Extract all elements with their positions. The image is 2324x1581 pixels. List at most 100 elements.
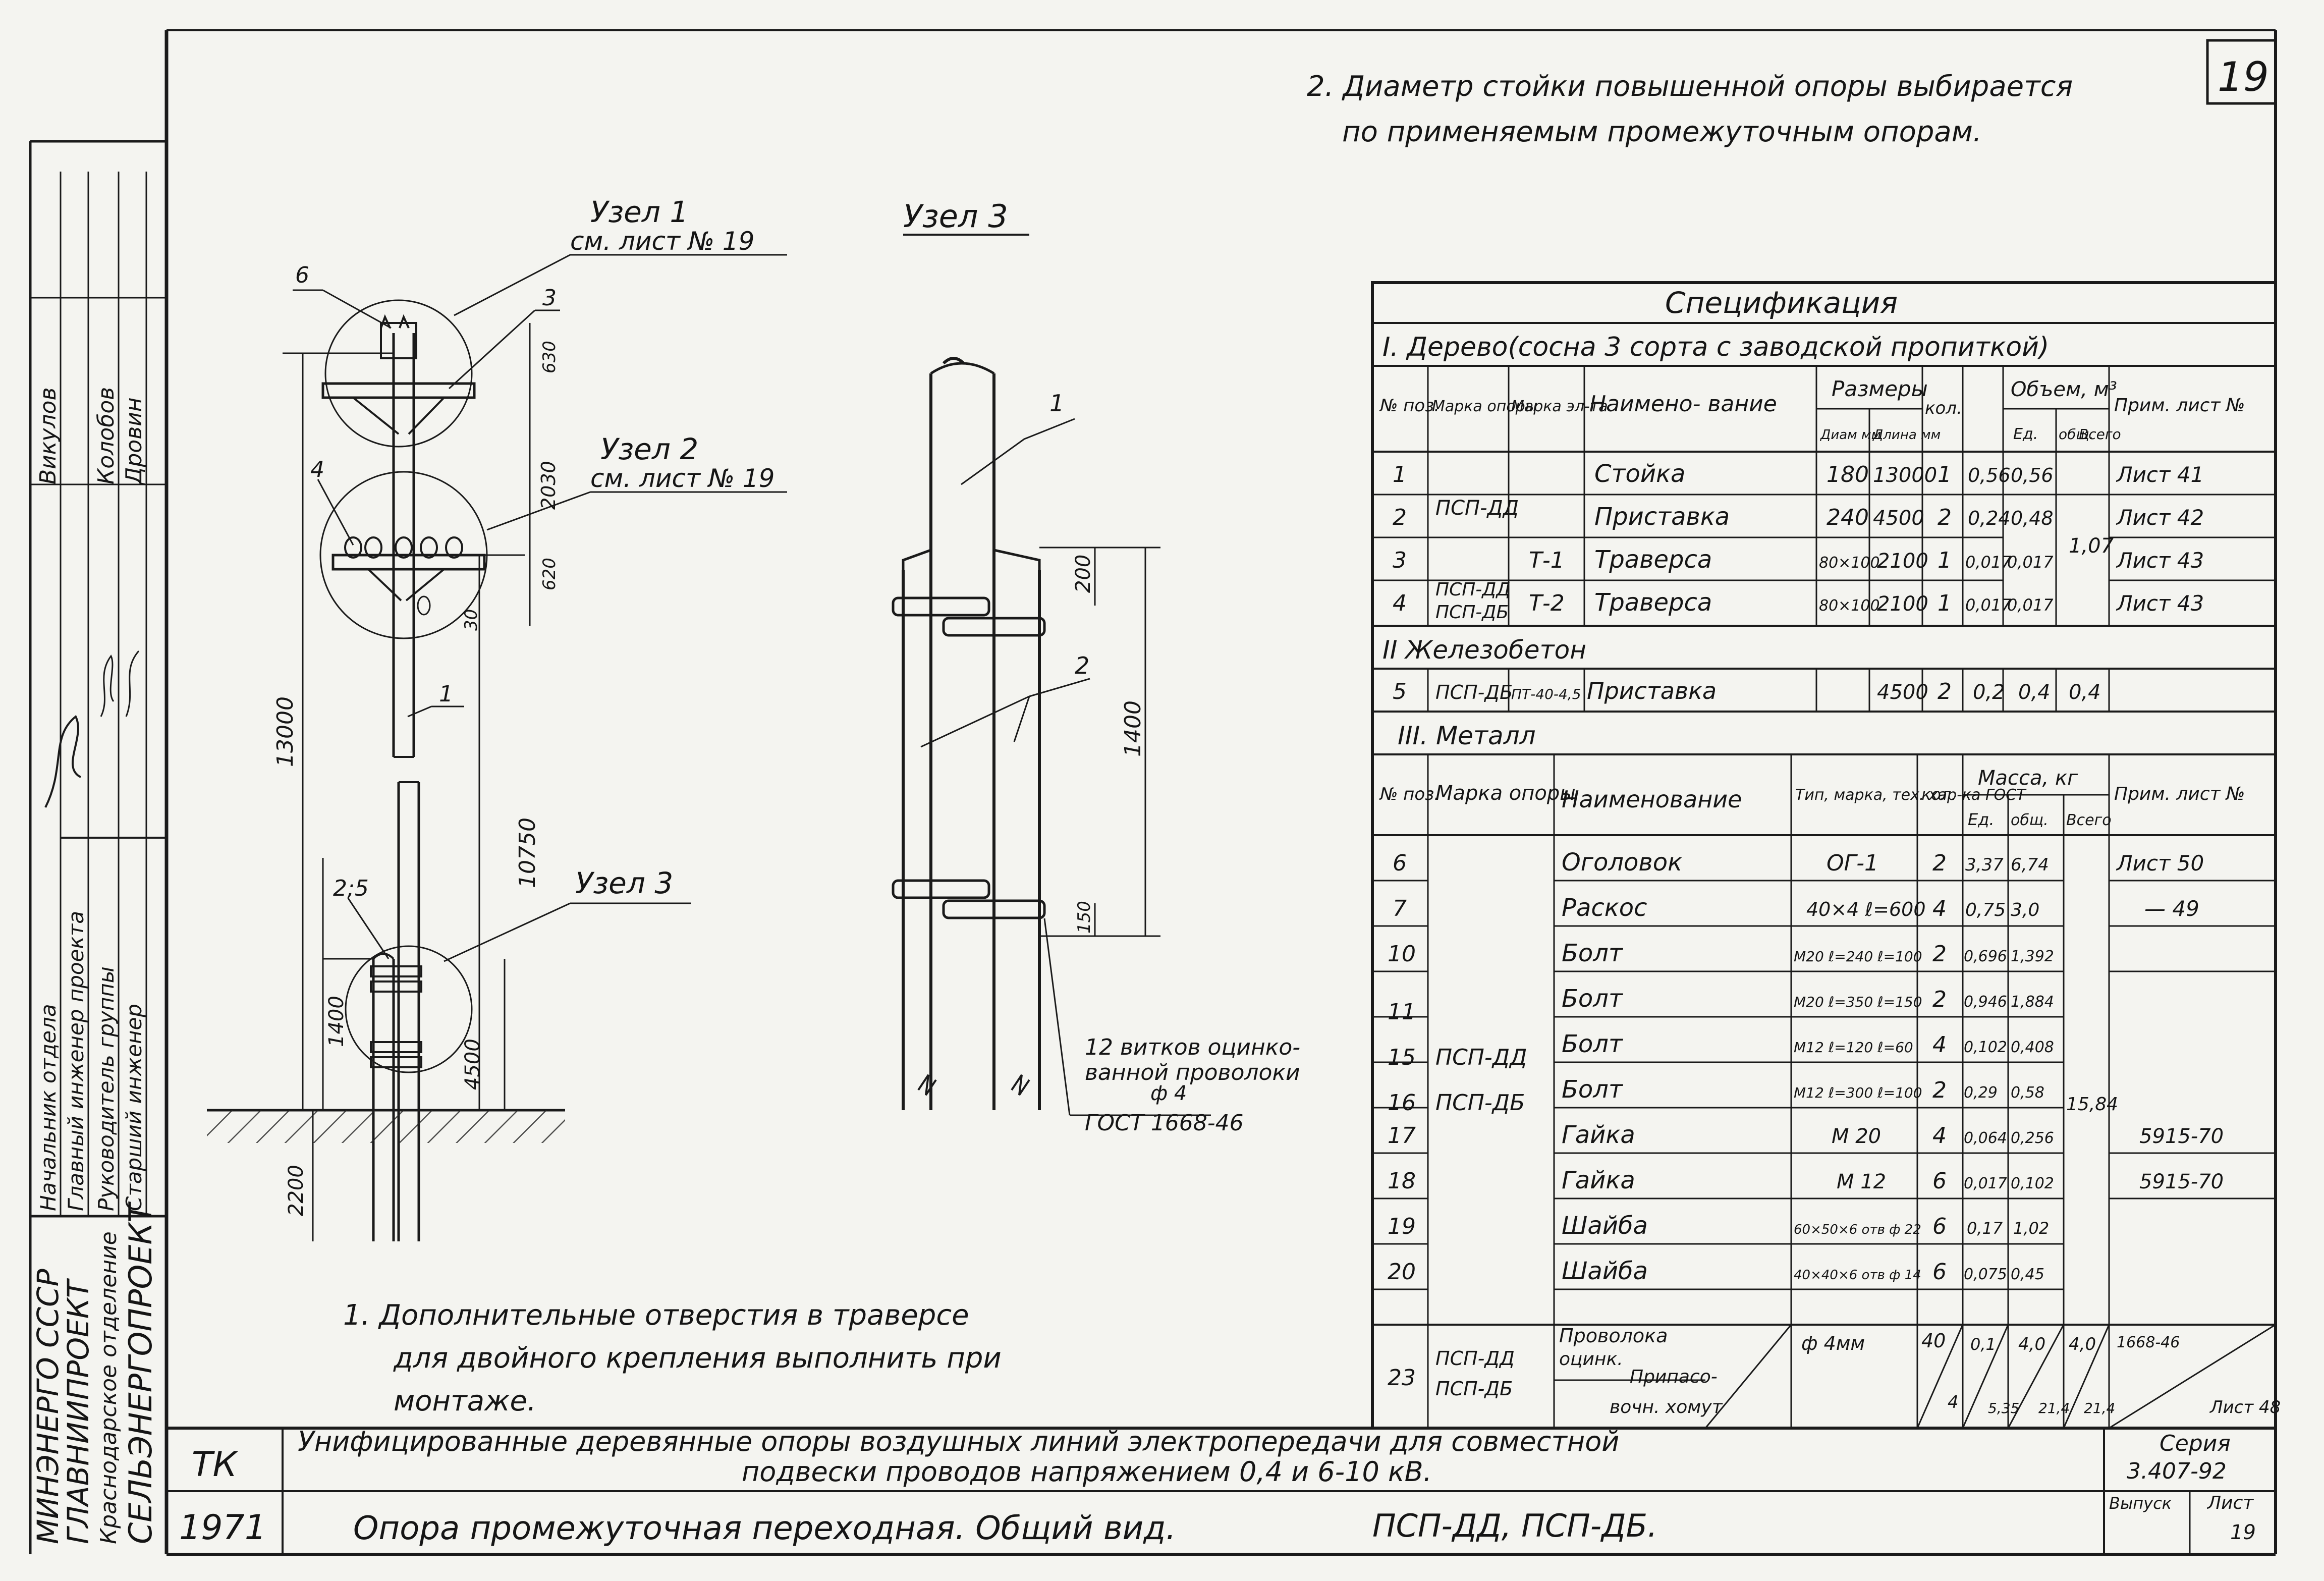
r5-all: 0,4 [2069, 681, 2101, 704]
r20-qty: 6 [1932, 1259, 1947, 1285]
callout-3: 3 [542, 285, 557, 311]
r2-diam: 240 [1827, 505, 1869, 530]
spec-section-2: II Железобетон [1382, 635, 1586, 665]
tb-subtitle: Опора промежуточная переходная. Общий ви… [353, 1510, 1176, 1547]
r15-type: М12 ℓ=120 ℓ=60 [1794, 1039, 1913, 1056]
h3-m-ed: Ед. [1968, 810, 1995, 829]
r17-type: М 20 [1832, 1125, 1881, 1148]
r7-total: 3,0 [2011, 900, 2039, 920]
r18-name: Гайка [1562, 1166, 1635, 1194]
r7-type: 40×4 ℓ=600 [1806, 898, 1926, 920]
detail-dim-150: 150 [1074, 901, 1094, 934]
r23-qty-1: 40 [1921, 1330, 1946, 1352]
tb-title-line-1: Унифицированные деревянные опоры воздушн… [298, 1426, 1619, 1457]
h3-mass: Масса, кг [1978, 767, 2078, 790]
detail-note-2: ванной проволоки [1085, 1060, 1300, 1085]
r7-name: Раскос [1562, 894, 1647, 922]
r4-note: Лист 43 [2116, 591, 2204, 616]
r5-marka-opory: ПСП-ДБ [1435, 681, 1513, 703]
r10-type: М20 ℓ=240 ℓ=100 [1794, 948, 1922, 965]
r6-ed: 3,37 [1965, 855, 2004, 875]
r4-pos: 4 [1393, 590, 1407, 616]
r2-note: Лист 42 [2116, 505, 2204, 530]
r20-name: Шайба [1562, 1257, 1648, 1285]
dim-2030: 2030 [537, 461, 560, 510]
r7-qty: 4 [1932, 896, 1947, 921]
r15-qty: 4 [1932, 1032, 1947, 1058]
r18-pos: 18 [1388, 1168, 1416, 1194]
r11-qty: 2 [1932, 987, 1947, 1012]
h1-volume: Объем, м³ [2011, 378, 2117, 401]
r23-type: ф 4мм [1801, 1332, 1865, 1354]
r5-ed: 0,2 [1973, 681, 2005, 704]
spec-section-3: III. Металл [1398, 721, 1536, 750]
dim-620: 620 [539, 558, 560, 590]
detail-callout-2: 2 [1075, 652, 1089, 679]
r10-pos: 10 [1388, 941, 1416, 967]
v-all-wood: 1,07 [2069, 534, 2114, 558]
stamp-org-3: Краснодарское отделение [96, 1231, 122, 1544]
h3-name: Наименование [1562, 786, 1742, 813]
uzel-1-label: Узел 1 [590, 195, 688, 229]
r11-type: М20 ℓ=350 ℓ=150 [1794, 994, 1922, 1010]
r6-type: ОГ-1 [1827, 850, 1878, 876]
r4-diam: 80×100 [1819, 597, 1880, 615]
r1-name: Стойка [1594, 460, 1685, 488]
r1-total: 0,56 [2011, 464, 2054, 486]
tb-year: 1971 [179, 1508, 266, 1548]
r3-marka-opory: ПСП-ДД [1435, 579, 1511, 600]
stamp-org-2: ГЛАВНИИПРОЕКТ [61, 1278, 95, 1544]
title-block-text: ТК 1971 Унифицированные деревянные опоры… [179, 1426, 2256, 1548]
r16-name: Болт [1562, 1075, 1624, 1104]
r1-qty: 1 [1938, 462, 1952, 487]
dim-10750: 10750 [515, 817, 540, 888]
r17-ed: 0,064 [1964, 1129, 2007, 1147]
tb-tk: ТК [192, 1445, 239, 1485]
side-stamp [30, 172, 167, 1218]
r11-ed: 0,946 [1964, 993, 2007, 1011]
dim-630: 630 [539, 341, 560, 373]
sheet-number: 19 [2218, 53, 2269, 100]
r23-marka-2: ПСП-ДБ [1435, 1378, 1513, 1400]
pole-general-view-labels: Узел 1 см. лист № 19 Узел 2 см. лист № 1… [272, 195, 774, 1216]
side-stamp-text: МИНЭНЕРГО СССР ГЛАВНИИПРОЕКТ Краснодарск… [31, 387, 159, 1544]
r2-ed: 0,24 [1968, 507, 2011, 529]
r10-total: 1,392 [2011, 948, 2054, 965]
r23-total-2: 21,4 [2038, 1400, 2070, 1416]
r19-name: Шайба [1562, 1212, 1648, 1240]
spec-title: Спецификация [1665, 286, 1898, 320]
r5-marka-el: ПТ-40-4,5 [1511, 686, 1581, 702]
stamp-role-4: Старший инженер [122, 1004, 146, 1211]
r23-pos: 23 [1388, 1365, 1416, 1391]
r18-ed: 0,017 [1964, 1175, 2007, 1192]
r2-pos: 2 [1393, 505, 1407, 530]
detail-dim-200: 200 [1072, 555, 1095, 593]
uzel-3-detail [892, 357, 1211, 1116]
detail-note-4: ГОСТ 1668-46 [1085, 1110, 1244, 1136]
uzel-3-detail-labels: 1 2 200 1400 150 12 витков оцинко- ванно… [1049, 390, 1300, 1136]
note-1-line-2: для двойного крепления выполнить при [393, 1342, 1002, 1375]
r2-qty: 2 [1938, 505, 1952, 530]
signature-1 [44, 715, 82, 808]
r7-note: — 49 [2144, 896, 2199, 921]
r2-total: 0,48 [2011, 507, 2054, 529]
h1-pos: № поз. [1379, 396, 1440, 416]
dim-4500: 4500 [461, 1039, 484, 1090]
r20-type: 40×40×6 отв ф 14 [1794, 1268, 1921, 1283]
r4-marka-el: Т-2 [1529, 590, 1565, 616]
r5-length: 4500 [1877, 681, 1928, 704]
r5-qty: 2 [1938, 679, 1952, 704]
r2-length: 4500 [1873, 507, 1924, 530]
callout-1: 1 [439, 681, 453, 707]
r19-ed: 0,17 [1967, 1219, 2003, 1238]
r16-type: М12 ℓ=300 ℓ=100 [1794, 1084, 1922, 1101]
r7-pos: 7 [1393, 896, 1407, 921]
r3-marka-el: Т-1 [1529, 548, 1565, 573]
stamp-role-1: Начальник отдела [36, 1004, 61, 1211]
tb-seria-label: Серия [2160, 1431, 2231, 1456]
r5-pos: 5 [1393, 679, 1407, 704]
tb-vypusk: Выпуск [2109, 1494, 2172, 1513]
r3-diam: 80×100 [1819, 554, 1880, 572]
r1-pos: 1 [1393, 462, 1407, 487]
r3-qty: 1 [1938, 548, 1952, 573]
